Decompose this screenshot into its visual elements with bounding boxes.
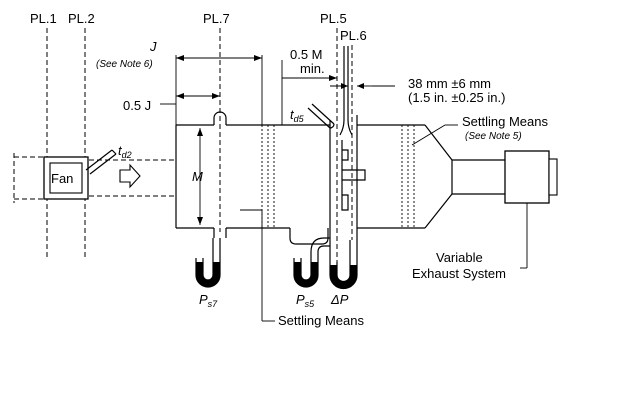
plane-label-pl7: PL.7 xyxy=(203,11,230,26)
variable-exhaust-label-line2: Exhaust System xyxy=(412,266,506,281)
settling-means-top-label: Settling Means xyxy=(462,114,548,129)
dimension-half-j-label: 0.5 J xyxy=(123,98,151,113)
fan-unit: Fan xyxy=(43,156,89,200)
plane-label-pl1: PL.1 xyxy=(30,11,57,26)
plane-label-pl2: PL.2 xyxy=(68,11,95,26)
test-chamber xyxy=(175,124,425,229)
dimension-nozzle-mm: 38 mm ±6 mm xyxy=(408,76,491,91)
dimension-half-j xyxy=(160,93,220,105)
thermometer-td2-icon xyxy=(85,149,117,175)
dimension-half-m-label-line1: 0.5 M xyxy=(290,47,323,62)
thermometer-td5-icon xyxy=(307,103,335,129)
inlet-duct xyxy=(13,153,176,203)
dimension-j-label: J xyxy=(149,39,157,54)
manometer-delta-p-label: ΔP xyxy=(330,292,349,307)
thermometer-td2-label: td2 xyxy=(118,143,132,160)
pressure-tap-pl7-top xyxy=(213,111,227,125)
manometer-delta-p-icon xyxy=(329,228,358,290)
fan-label: Fan xyxy=(51,171,73,186)
thermometer-td5-label: td5 xyxy=(290,107,305,124)
variable-exhaust-label-line1: Variable xyxy=(436,250,483,265)
manometer-ps7-icon xyxy=(195,228,227,288)
manometer-ps7-label: Ps7 xyxy=(199,292,218,309)
flow-direction-arrow-icon xyxy=(119,163,141,189)
settling-screens-right xyxy=(401,125,415,228)
leader-variable-exhaust xyxy=(520,203,528,269)
variable-exhaust-box xyxy=(504,150,558,204)
dimension-half-m xyxy=(281,60,337,125)
dimension-m-label: M xyxy=(192,169,203,184)
plane-label-pl5: PL.5 xyxy=(320,11,347,26)
leader-settling-means-top xyxy=(411,124,458,146)
dimension-nozzle-in: (1.5 in. ±0.25 in.) xyxy=(408,90,505,105)
exhaust-transition xyxy=(424,124,505,229)
leader-settling-means-bottom xyxy=(240,209,275,322)
manometer-ps5-icon xyxy=(289,228,330,288)
settling-means-bottom-label: Settling Means xyxy=(278,313,364,328)
plane-label-pl6: PL.6 xyxy=(340,28,367,43)
plane-lines xyxy=(46,28,353,270)
manometer-ps5-label: Ps5 xyxy=(296,292,315,309)
see-note-6: (See Note 6) xyxy=(96,59,153,70)
dimension-j xyxy=(175,55,263,125)
nozzle-wall xyxy=(329,46,366,228)
see-note-5: (See Note 5) xyxy=(465,131,522,142)
dimension-half-m-label-line2: min. xyxy=(300,61,325,76)
settling-screens-center xyxy=(261,125,275,228)
dimension-m xyxy=(197,128,203,225)
dimension-nozzle-distance xyxy=(330,83,395,89)
